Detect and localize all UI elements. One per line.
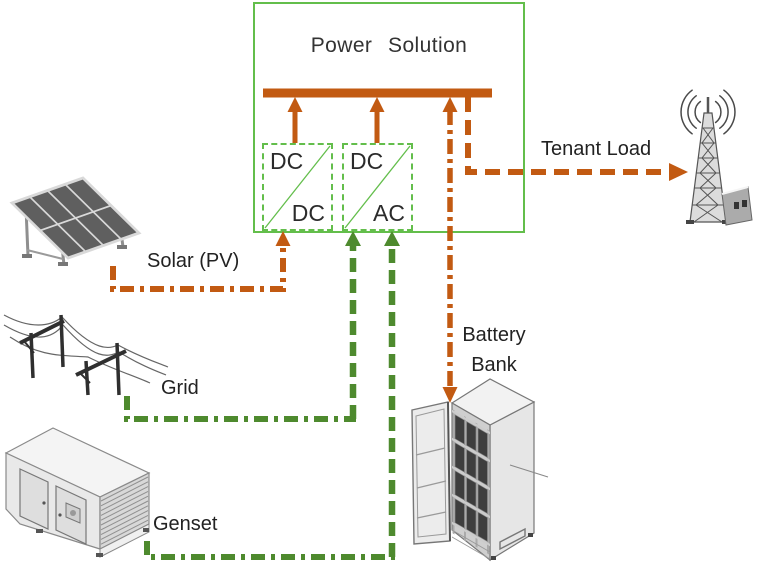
solar-panel-icon — [9, 176, 142, 266]
power-solution-title: Power Solution — [310, 34, 468, 57]
dc-ac-output-label: AC — [373, 200, 405, 226]
solar-arrowhead — [275, 231, 291, 246]
genset-arrowhead — [384, 231, 400, 246]
tenant-load-label: Tenant Load — [541, 138, 652, 160]
genset-line — [144, 541, 395, 560]
converter-diagonal — [264, 145, 331, 229]
dc-dc-output-label: DC — [291, 200, 325, 226]
solar-label: Solar (PV) — [147, 250, 240, 272]
genset-icon — [4, 427, 151, 558]
power-grid-icon — [3, 314, 169, 396]
converter-diagonal — [344, 145, 411, 229]
genset-label: Genset — [153, 513, 218, 535]
dc-ac-converter-box: DC AC — [342, 143, 413, 231]
dc-dc-input-label: DC — [270, 148, 304, 174]
dc-ac-input-label: DC — [350, 148, 384, 174]
battery-bank-icon — [411, 378, 549, 562]
battery-bank-label: Battery Bank — [462, 324, 526, 376]
grid-label: Grid — [161, 377, 199, 399]
dc-dc-converter-box: DC DC — [262, 143, 333, 231]
grid-arrowhead — [345, 231, 361, 246]
telecom-tower-icon — [680, 89, 753, 226]
